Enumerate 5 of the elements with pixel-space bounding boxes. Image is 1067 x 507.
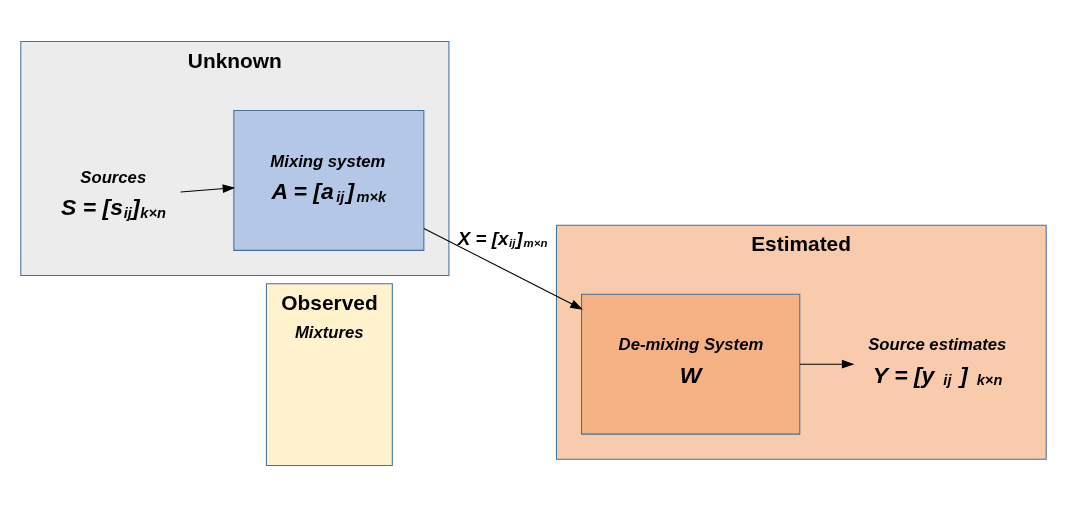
arrow [423, 227, 583, 310]
arrow [180, 184, 236, 193]
node-box: De-mixing System W [581, 293, 801, 435]
arrow [799, 359, 855, 369]
node-box: Observed Mixtures [265, 283, 393, 466]
